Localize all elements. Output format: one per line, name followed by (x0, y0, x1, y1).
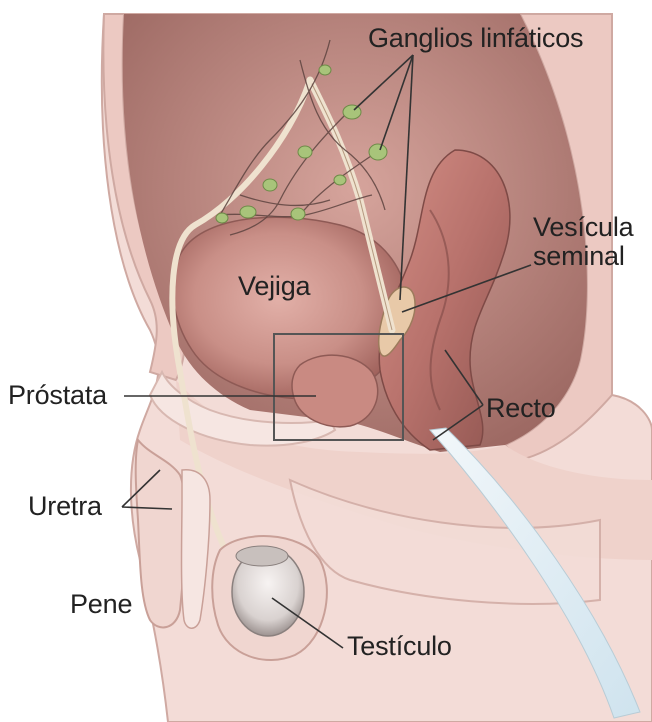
label-testiculo: Testículo (347, 632, 452, 661)
label-pene: Pene (70, 590, 132, 619)
epididymis-shape (236, 546, 288, 566)
label-vesicula-seminal: Vesícula seminal (533, 213, 633, 271)
label-uretra: Uretra (28, 492, 102, 521)
label-vejiga: Vejiga (238, 272, 310, 301)
label-prostata: Próstata (8, 381, 107, 410)
label-recto: Recto (486, 394, 556, 423)
label-vesicula-line2: seminal (533, 242, 633, 271)
label-ganglios-linfaticos: Ganglios linfáticos (368, 24, 583, 53)
label-vesicula-line1: Vesícula (533, 213, 633, 242)
